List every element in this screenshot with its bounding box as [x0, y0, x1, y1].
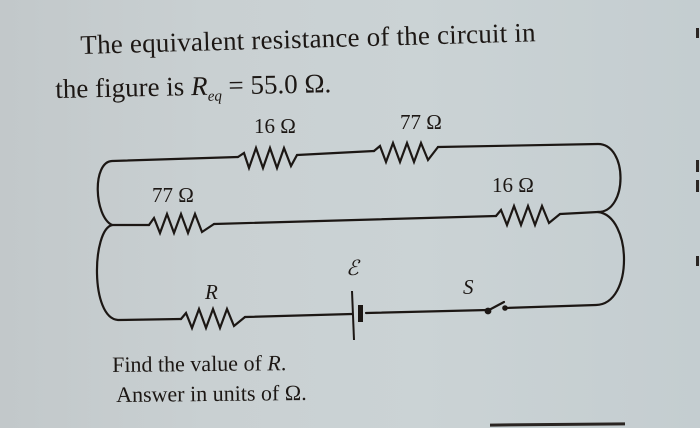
- answer-units-line: Answer in units of Ω.: [116, 380, 307, 407]
- wire-top-left: [96, 155, 240, 227]
- question-suffix: .: [280, 350, 287, 376]
- battery-long-plate: [351, 290, 355, 341]
- battery-short-plate: [358, 305, 363, 322]
- resistor-top-left-zigzag: [236, 144, 299, 172]
- switch-contact-right: [502, 305, 508, 311]
- label-top-left-resistor: 16 Ω: [254, 114, 296, 138]
- question-prefix: Find the value of: [112, 350, 268, 377]
- switch-contact-left: [484, 307, 492, 315]
- wire-bottom-right: [364, 308, 490, 315]
- resistor-top-right-zigzag: [372, 139, 440, 166]
- wire-top-middle: [295, 149, 376, 157]
- wire-middle-center: [212, 214, 498, 226]
- label-middle-left-resistor: 77 Ω: [152, 183, 194, 207]
- switch-blade: [487, 300, 506, 312]
- adjacent-text-fragment: [696, 180, 699, 192]
- adjacent-text-fragment: [696, 160, 699, 172]
- wire-right-lower-loop: [503, 210, 625, 310]
- resistor-middle-left-zigzag: [147, 210, 216, 237]
- resistor-unknown-zigzag: [179, 305, 247, 332]
- question-variable: R: [267, 350, 281, 376]
- wire-left-lower-loop: [95, 223, 183, 322]
- label-top-right-resistor: 77 Ω: [400, 110, 442, 134]
- label-unknown-resistor: R: [205, 280, 218, 304]
- adjacent-text-fragment: [696, 256, 699, 266]
- question-line: Find the value of R.: [112, 350, 286, 378]
- label-switch: S: [463, 275, 474, 299]
- wire-bottom-left: [243, 312, 354, 319]
- wire-top-right: [436, 142, 622, 214]
- label-middle-right-resistor: 16 Ω: [492, 173, 534, 197]
- label-battery-emf: ℰ: [346, 256, 359, 280]
- resistor-middle-right-zigzag: [494, 202, 562, 229]
- adjacent-text-fragment: [696, 28, 699, 38]
- wire-middle-right: [558, 210, 600, 216]
